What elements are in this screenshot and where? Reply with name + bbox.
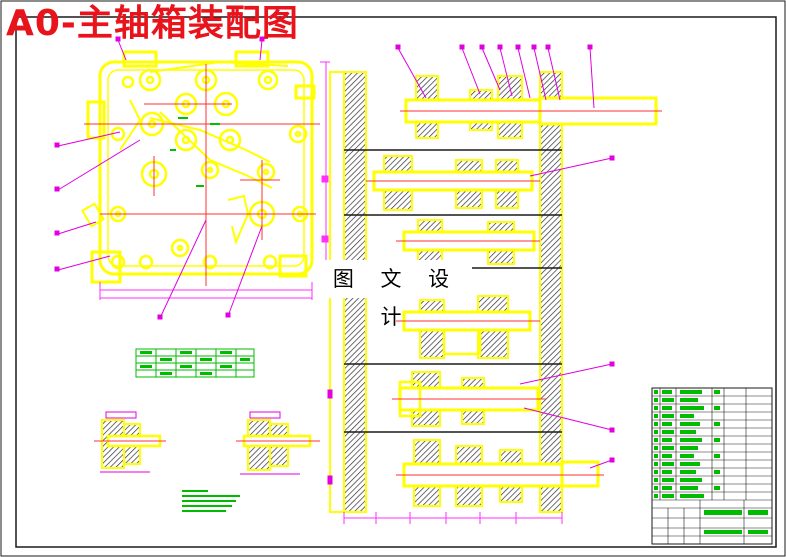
detail-view-right	[236, 411, 320, 475]
section-leaders	[325, 44, 615, 485]
shaft-4	[396, 295, 540, 359]
shaft-5	[392, 371, 546, 427]
technical-notes	[182, 490, 240, 512]
title-block	[651, 387, 773, 545]
shaft-1	[400, 75, 662, 139]
center-lines	[84, 64, 320, 286]
drawing-title: A0-主轴箱装配图	[6, 3, 299, 44]
detail-view-left	[94, 411, 166, 473]
front-view	[54, 36, 330, 320]
parts-table	[135, 348, 255, 378]
shaft-6	[396, 439, 604, 507]
gear-circles	[109, 68, 309, 270]
shaft-3	[396, 219, 540, 265]
small-details	[170, 117, 220, 187]
watermark-label: 图 文 设 计	[320, 260, 472, 329]
section-dimensions	[343, 512, 563, 524]
front-dimensions	[99, 61, 330, 300]
housing-walls	[329, 71, 563, 513]
front-leaders	[54, 36, 265, 320]
housing-outline	[86, 50, 316, 284]
shaft-2	[366, 155, 540, 211]
expanded-section	[325, 44, 662, 524]
